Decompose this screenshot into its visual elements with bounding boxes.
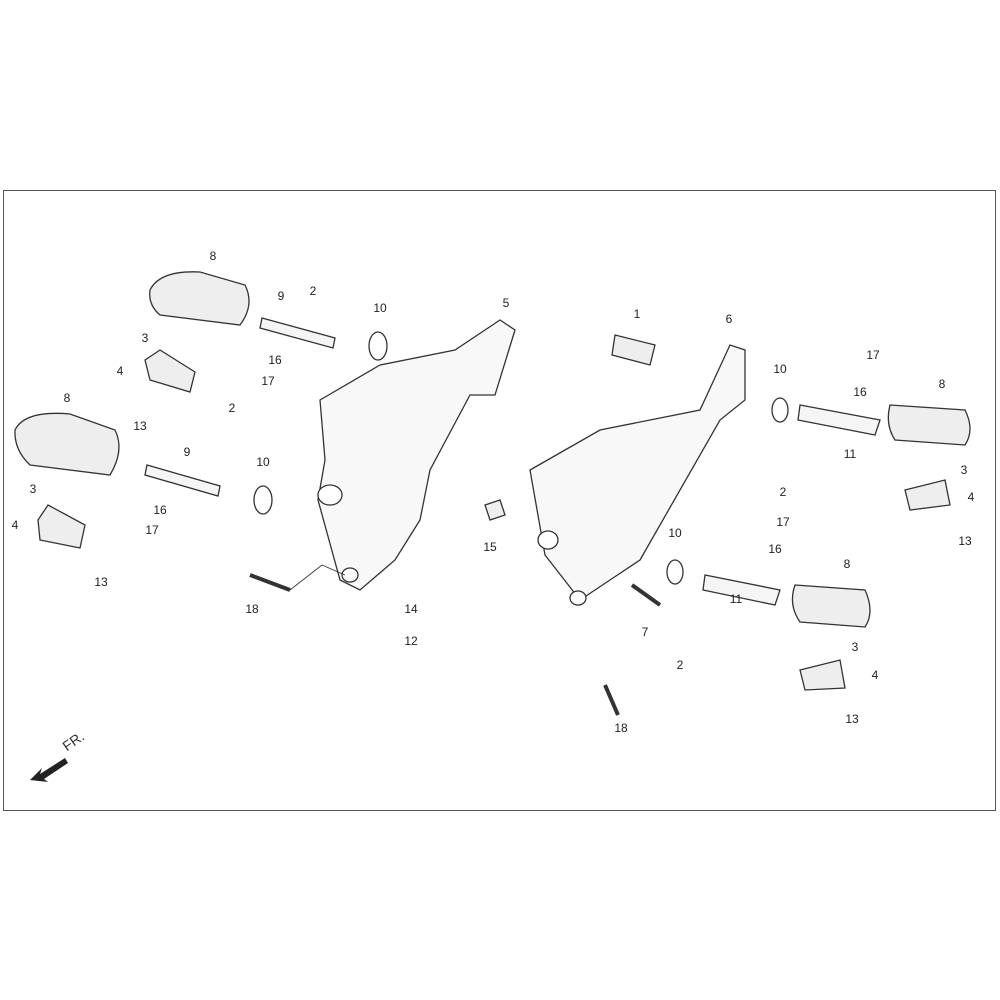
washer-10-right-lower xyxy=(666,559,684,585)
callout-label: 2 xyxy=(779,485,787,499)
bracket-4-upper xyxy=(144,349,196,393)
callout-label: 10 xyxy=(256,455,270,469)
callout-label: 4 xyxy=(116,364,124,378)
footpeg-rubber-right-rear xyxy=(887,404,971,446)
callout-label: 7 xyxy=(641,625,649,639)
bracket-4-right-upper xyxy=(904,479,951,511)
bracket-4-lower xyxy=(37,504,86,549)
footpeg-rubber-left-front xyxy=(14,412,120,476)
callout-label: 15 xyxy=(483,540,497,554)
pin-9-upper xyxy=(259,317,336,349)
washer-10-upper xyxy=(368,331,388,361)
callout-label: 16 xyxy=(768,542,782,556)
callout-label: 4 xyxy=(967,490,975,504)
callout-label: 17 xyxy=(866,348,880,362)
callout-label: 8 xyxy=(843,557,851,571)
callout-label: 3 xyxy=(141,331,149,345)
callout-label: 1 xyxy=(633,307,641,321)
callout-label: 18 xyxy=(614,721,628,735)
callout-label: 18 xyxy=(245,602,259,616)
footpeg-rubber-left-rear xyxy=(149,271,250,326)
diagram-frame xyxy=(3,190,996,811)
washer-10-right-upper xyxy=(771,397,789,423)
callout-label: 10 xyxy=(773,362,787,376)
callout-label: 2 xyxy=(676,658,684,672)
callout-label: 13 xyxy=(845,712,859,726)
stud-7 xyxy=(630,583,662,607)
callout-label: 8 xyxy=(209,249,217,263)
footpeg-bracket-5 xyxy=(317,319,516,591)
bracket-4-right-lower xyxy=(799,659,846,691)
bolt-18-right xyxy=(603,684,620,716)
callout-label: 2 xyxy=(309,284,317,298)
pin-11-upper xyxy=(797,404,881,436)
callout-label: 8 xyxy=(63,391,71,405)
callout-label: 13 xyxy=(958,534,972,548)
washer-10-lower xyxy=(253,485,273,515)
callout-label: 11 xyxy=(843,447,857,461)
callout-label: 10 xyxy=(373,301,387,315)
callout-label: 17 xyxy=(261,374,275,388)
footpeg-rubber-right-front xyxy=(791,584,871,628)
callout-label: 9 xyxy=(277,289,285,303)
callout-label: 6 xyxy=(725,312,733,326)
callout-label: 10 xyxy=(668,526,682,540)
front-direction-arrow-icon xyxy=(30,758,68,782)
callout-label: 12 xyxy=(404,634,418,648)
callout-label: 16 xyxy=(153,503,167,517)
callout-label: 17 xyxy=(776,515,790,529)
callout-label: 13 xyxy=(94,575,108,589)
callout-label: 14 xyxy=(404,602,418,616)
callout-label: 11 xyxy=(729,592,743,606)
callout-label: 4 xyxy=(871,668,879,682)
callout-label: 3 xyxy=(960,463,968,477)
callout-label: 3 xyxy=(851,640,859,654)
callout-label: 13 xyxy=(133,419,147,433)
pin-11-lower xyxy=(702,574,781,606)
nut-15 xyxy=(484,499,506,521)
callout-label: 5 xyxy=(502,296,510,310)
callout-label: 8 xyxy=(938,377,946,391)
callout-label: 9 xyxy=(183,445,191,459)
bushing-1 xyxy=(611,334,656,366)
bolt-18-left xyxy=(249,573,291,592)
callout-label: 16 xyxy=(268,353,282,367)
footpeg-bracket-6 xyxy=(529,344,746,601)
callout-label: 16 xyxy=(853,385,867,399)
callout-label: 4 xyxy=(11,518,19,532)
pin-9-lower xyxy=(144,464,221,497)
callout-label: 2 xyxy=(228,401,236,415)
callout-label: 17 xyxy=(145,523,159,537)
callout-label: 3 xyxy=(29,482,37,496)
